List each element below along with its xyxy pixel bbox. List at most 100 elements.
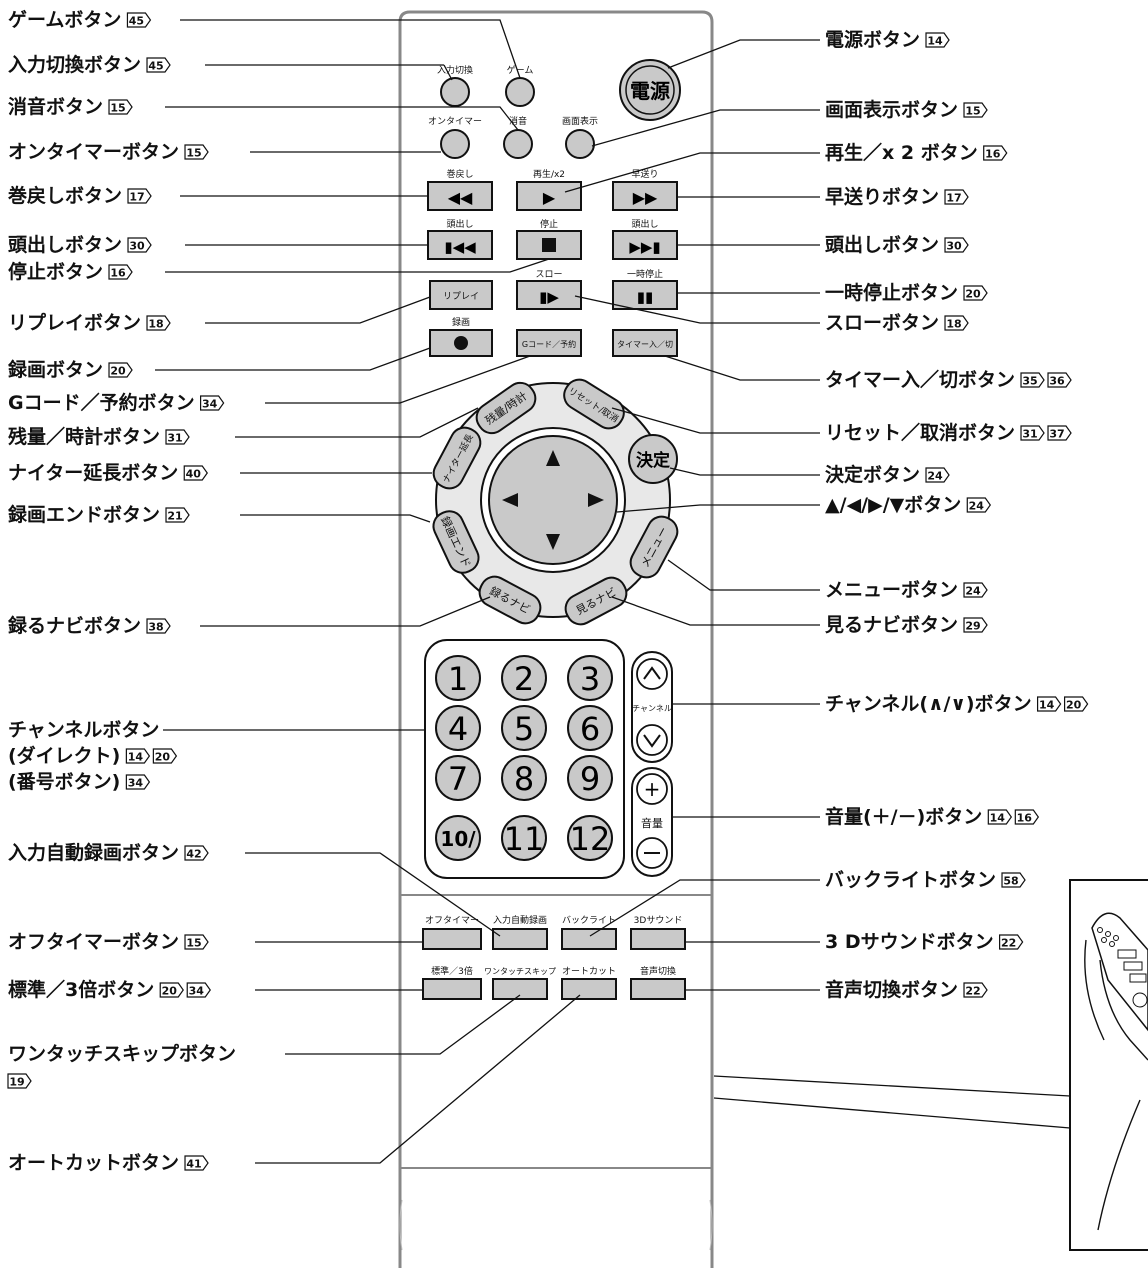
skip-back-label: 頭出し: [446, 218, 473, 230]
right-label-13-page-ref-2: 20: [1063, 696, 1089, 712]
auto-cut-button[interactable]: [561, 978, 617, 1000]
right-label-11-text: メニューボタン: [825, 579, 958, 601]
plus-icon: +: [644, 777, 661, 801]
svg-text:2: 2: [514, 660, 534, 698]
svg-text:15: 15: [965, 105, 980, 118]
display-button[interactable]: [565, 129, 595, 159]
off-timer-button[interactable]: [422, 928, 482, 950]
gcode-button[interactable]: [516, 329, 582, 357]
game-button[interactable]: [505, 77, 535, 107]
record-button[interactable]: [429, 329, 493, 357]
left-label-1-text: 入力切換ボタン: [8, 53, 141, 76]
svg-text:16: 16: [1017, 812, 1033, 825]
left-label-10-text: 残量／時計ボタン: [8, 425, 160, 448]
number-key-5[interactable]: 5: [501, 705, 547, 751]
left-label-1-page-ref: 45: [146, 57, 171, 73]
pause-button[interactable]: [612, 280, 678, 310]
svg-text:電源: 電源: [630, 79, 670, 103]
stop-label: 停止: [540, 218, 558, 230]
ff-label: 早送り: [631, 168, 658, 180]
svg-text:5: 5: [514, 710, 534, 748]
chevron-up-icon: [643, 666, 661, 680]
svg-text:17: 17: [946, 192, 961, 205]
number-key-2[interactable]: 2: [501, 655, 547, 701]
replay-button[interactable]: [429, 280, 493, 310]
view-navi-button[interactable]: 見るナビ: [561, 573, 632, 630]
chevron-down-icon: [643, 734, 661, 748]
backlight-button[interactable]: [561, 928, 617, 950]
number-key-7[interactable]: 7: [435, 755, 481, 801]
slow-button[interactable]: [516, 280, 582, 310]
channel-up-button[interactable]: [636, 658, 668, 690]
left-label-14-page-ref: 42: [184, 845, 209, 861]
svg-text:14: 14: [1039, 699, 1055, 712]
number-key-12[interactable]: 12: [567, 815, 613, 861]
svg-text:14: 14: [990, 812, 1006, 825]
number-key-3[interactable]: 3: [567, 655, 613, 701]
input-switch-button[interactable]: [440, 77, 470, 107]
record-icon: [454, 336, 468, 350]
left-label-6-page-ref: 16: [108, 264, 133, 280]
left-label-0-page-ref: 45: [126, 12, 152, 28]
right-label-11-page-ref: 24: [963, 582, 988, 598]
sound3d-button[interactable]: [630, 928, 686, 950]
volume-up-button[interactable]: [636, 773, 668, 805]
right-label-13-page-ref: 14: [1036, 696, 1062, 712]
right-arrow-icon[interactable]: [588, 493, 604, 507]
game-label: ゲーム: [507, 64, 534, 76]
right-label-6-page-ref: 18: [944, 315, 969, 331]
left-label-8-text: 録画ボタン: [8, 358, 103, 381]
slow-icon: ▮▶: [539, 288, 559, 306]
svg-text:14: 14: [128, 751, 144, 764]
channel-down-button[interactable]: [636, 724, 668, 756]
svg-text:35: 35: [1022, 375, 1037, 388]
left-label-11-page-ref: 40: [183, 465, 208, 481]
left-arrow-icon[interactable]: [502, 493, 518, 507]
ff-button[interactable]: [612, 181, 678, 211]
svg-text:42: 42: [186, 848, 201, 861]
play-button[interactable]: [516, 181, 582, 211]
number-key-11[interactable]: 11: [501, 815, 547, 861]
left-label-6-text: 停止ボタン: [8, 260, 103, 283]
left-label-3-page-ref: 15: [184, 144, 209, 160]
right-label-10-page-ref: 24: [966, 497, 992, 513]
right-label-8-page-ref-2: 37: [1047, 425, 1072, 441]
channel-direct-page-ref: 14: [125, 748, 151, 764]
menu-button[interactable]: メニュー: [626, 512, 683, 583]
backlight-label: バックライト: [562, 915, 616, 926]
right-label-2-text: 再生／x 2 ボタン: [825, 141, 978, 164]
number-key-4[interactable]: 4: [435, 705, 481, 751]
mute-button[interactable]: [503, 129, 533, 159]
svg-text:40: 40: [186, 468, 202, 481]
svg-text:19: 19: [9, 1076, 24, 1089]
svg-text:20: 20: [965, 288, 981, 301]
std-3x-button[interactable]: [422, 978, 482, 1000]
callout-lines: [155, 19, 1071, 1164]
audio-switch-button[interactable]: [630, 978, 686, 1000]
power-button[interactable]: 電源: [619, 59, 681, 121]
number-key-1[interactable]: 1: [435, 655, 481, 701]
number-key-10[interactable]: 10/: [435, 815, 481, 861]
svg-text:20: 20: [162, 985, 178, 998]
left-label-15-page-ref: 15: [184, 934, 209, 950]
svg-text:22: 22: [965, 985, 980, 998]
one-touch-skip-button[interactable]: [492, 978, 548, 1000]
input-auto-rec-button[interactable]: [492, 928, 548, 950]
number-key-8[interactable]: 8: [501, 755, 547, 801]
rewind-button[interactable]: [427, 181, 493, 211]
on-timer-button[interactable]: [440, 129, 470, 159]
skip-fwd-label: 頭出し: [631, 218, 658, 230]
right-label-14-page-ref-2: 16: [1014, 809, 1040, 825]
down-arrow-icon[interactable]: [546, 534, 560, 550]
number-key-9[interactable]: 9: [567, 755, 613, 801]
up-arrow-icon[interactable]: [546, 450, 560, 466]
right-label-16-page-ref: 22: [999, 934, 1024, 950]
right-label-17-page-ref: 22: [963, 982, 988, 998]
svg-text:6: 6: [580, 710, 600, 748]
right-label-10-text: ▲/◀/▶/▼ボタン: [825, 494, 961, 516]
timer-onoff-button[interactable]: [612, 329, 678, 357]
svg-text:15: 15: [186, 937, 201, 950]
number-key-6[interactable]: 6: [567, 705, 613, 751]
left-label-7-page-ref: 18: [146, 315, 171, 331]
enter-button[interactable]: 決定: [628, 434, 678, 484]
